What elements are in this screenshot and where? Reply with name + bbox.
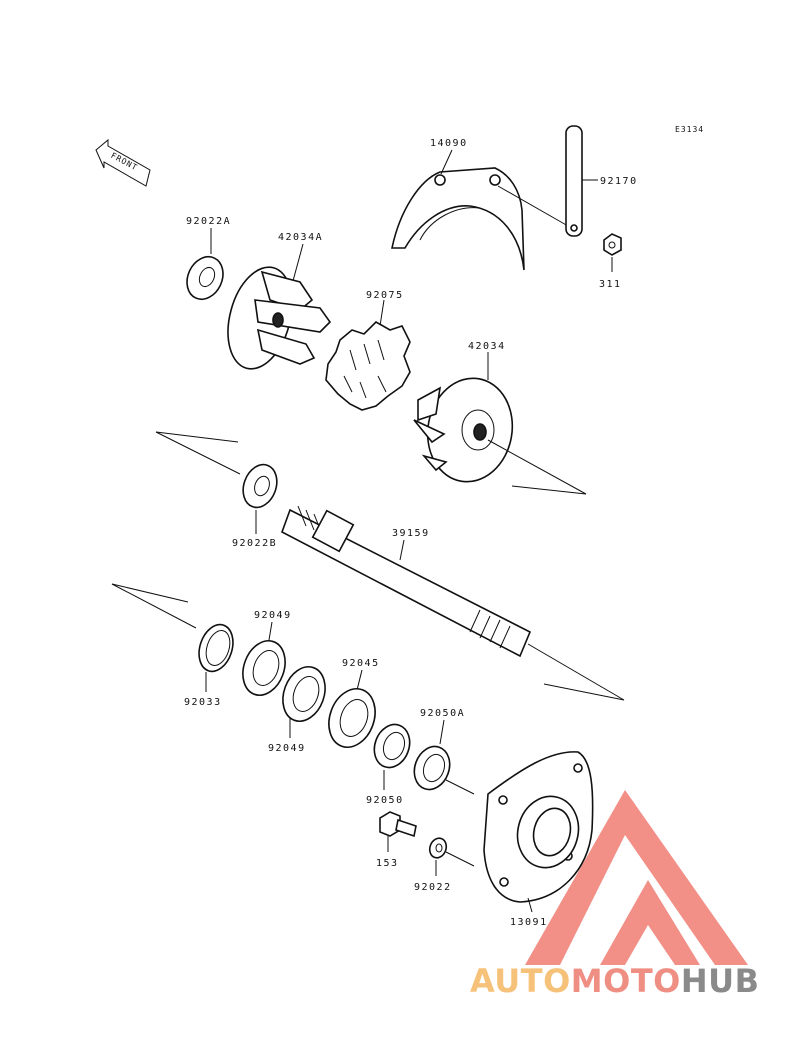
watermark-text: AUTOMOTOHUB bbox=[470, 962, 760, 1000]
label-92045: 92045 bbox=[342, 658, 380, 669]
label-153: 153 bbox=[376, 858, 399, 869]
part-153-bolt: 153 bbox=[376, 811, 417, 869]
part-92075-damper: 92075 bbox=[325, 290, 411, 411]
label-92049-bottom: 92049 bbox=[268, 743, 306, 754]
axis-line-lower-2 bbox=[111, 583, 197, 629]
label-92050A: 92050A bbox=[420, 708, 465, 719]
part-92033-circlip: 92033 bbox=[184, 623, 234, 708]
label-13091: 13091 bbox=[510, 917, 548, 928]
label-92022A: 92022A bbox=[186, 216, 231, 227]
label-92033: 92033 bbox=[184, 697, 222, 708]
part-311-nut: 311 bbox=[599, 233, 622, 290]
label-311: 311 bbox=[599, 279, 622, 290]
axis-line-upper-2 bbox=[155, 431, 241, 475]
part-92050A-seal: 92050A bbox=[413, 708, 475, 795]
part-42034-coupling: 42034 bbox=[413, 341, 587, 495]
part-92050-seal: 92050 bbox=[366, 723, 411, 806]
diagram-code: E3134 bbox=[675, 125, 704, 134]
part-92022-washer: 92022 bbox=[414, 837, 475, 893]
part-13091-housing: 13091 bbox=[483, 751, 594, 928]
part-14090-cover: 14090 bbox=[391, 138, 569, 271]
part-92049-top-bearing: 92049 bbox=[242, 610, 292, 696]
part-92022A-washer: 92022A bbox=[186, 216, 231, 300]
watermark-logo-icon bbox=[525, 790, 748, 965]
label-92170: 92170 bbox=[600, 176, 638, 187]
front-arrow-icon: FRONT bbox=[95, 138, 151, 187]
label-92075: 92075 bbox=[366, 290, 404, 301]
axis-line-lower bbox=[111, 583, 189, 603]
label-92022B: 92022B bbox=[232, 538, 277, 549]
front-label: FRONT bbox=[109, 151, 139, 173]
label-39159: 39159 bbox=[392, 528, 430, 539]
label-92050: 92050 bbox=[366, 795, 404, 806]
watermark-part2: MOTO bbox=[570, 962, 681, 1000]
part-92049-bottom-bearing: 92049 bbox=[268, 666, 326, 754]
watermark-part1: AUTO bbox=[470, 962, 571, 1000]
watermark-part3: HUB bbox=[680, 962, 760, 1000]
part-92170-strap: 92170 bbox=[565, 125, 638, 237]
label-42034A: 42034A bbox=[278, 232, 323, 243]
part-39159-shaft: 39159 bbox=[281, 505, 625, 701]
label-92022: 92022 bbox=[414, 882, 452, 893]
axis-line-upper bbox=[155, 431, 239, 443]
part-92022B-washer: 92022B bbox=[232, 463, 278, 549]
label-14090: 14090 bbox=[430, 138, 468, 149]
label-42034: 42034 bbox=[468, 341, 506, 352]
part-42034A-coupling: 42034A bbox=[227, 232, 332, 370]
part-92045-bearing: 92045 bbox=[328, 658, 380, 748]
label-92049-top: 92049 bbox=[254, 610, 292, 621]
